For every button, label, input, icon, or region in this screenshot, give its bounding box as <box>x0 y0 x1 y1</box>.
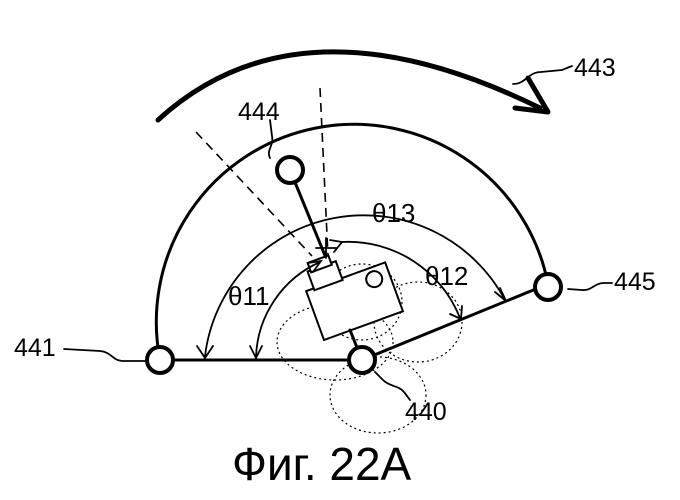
label-444: 444 <box>238 98 280 126</box>
theta12-label: θ12 <box>425 261 468 291</box>
node-445 <box>535 274 561 300</box>
camera <box>297 238 403 360</box>
theta11-label: θ11 <box>228 281 269 311</box>
label-443: 443 <box>574 54 616 82</box>
label-441: 441 <box>14 334 56 362</box>
node-440 <box>349 347 375 373</box>
figure-caption: Фиг. 22A <box>232 438 412 490</box>
theta13-label: θ13 <box>372 198 415 228</box>
node-441 <box>147 347 173 373</box>
label-445: 445 <box>614 268 656 296</box>
rotation-arrow <box>158 52 548 120</box>
label-440: 440 <box>405 398 447 426</box>
node-444 <box>277 157 303 183</box>
